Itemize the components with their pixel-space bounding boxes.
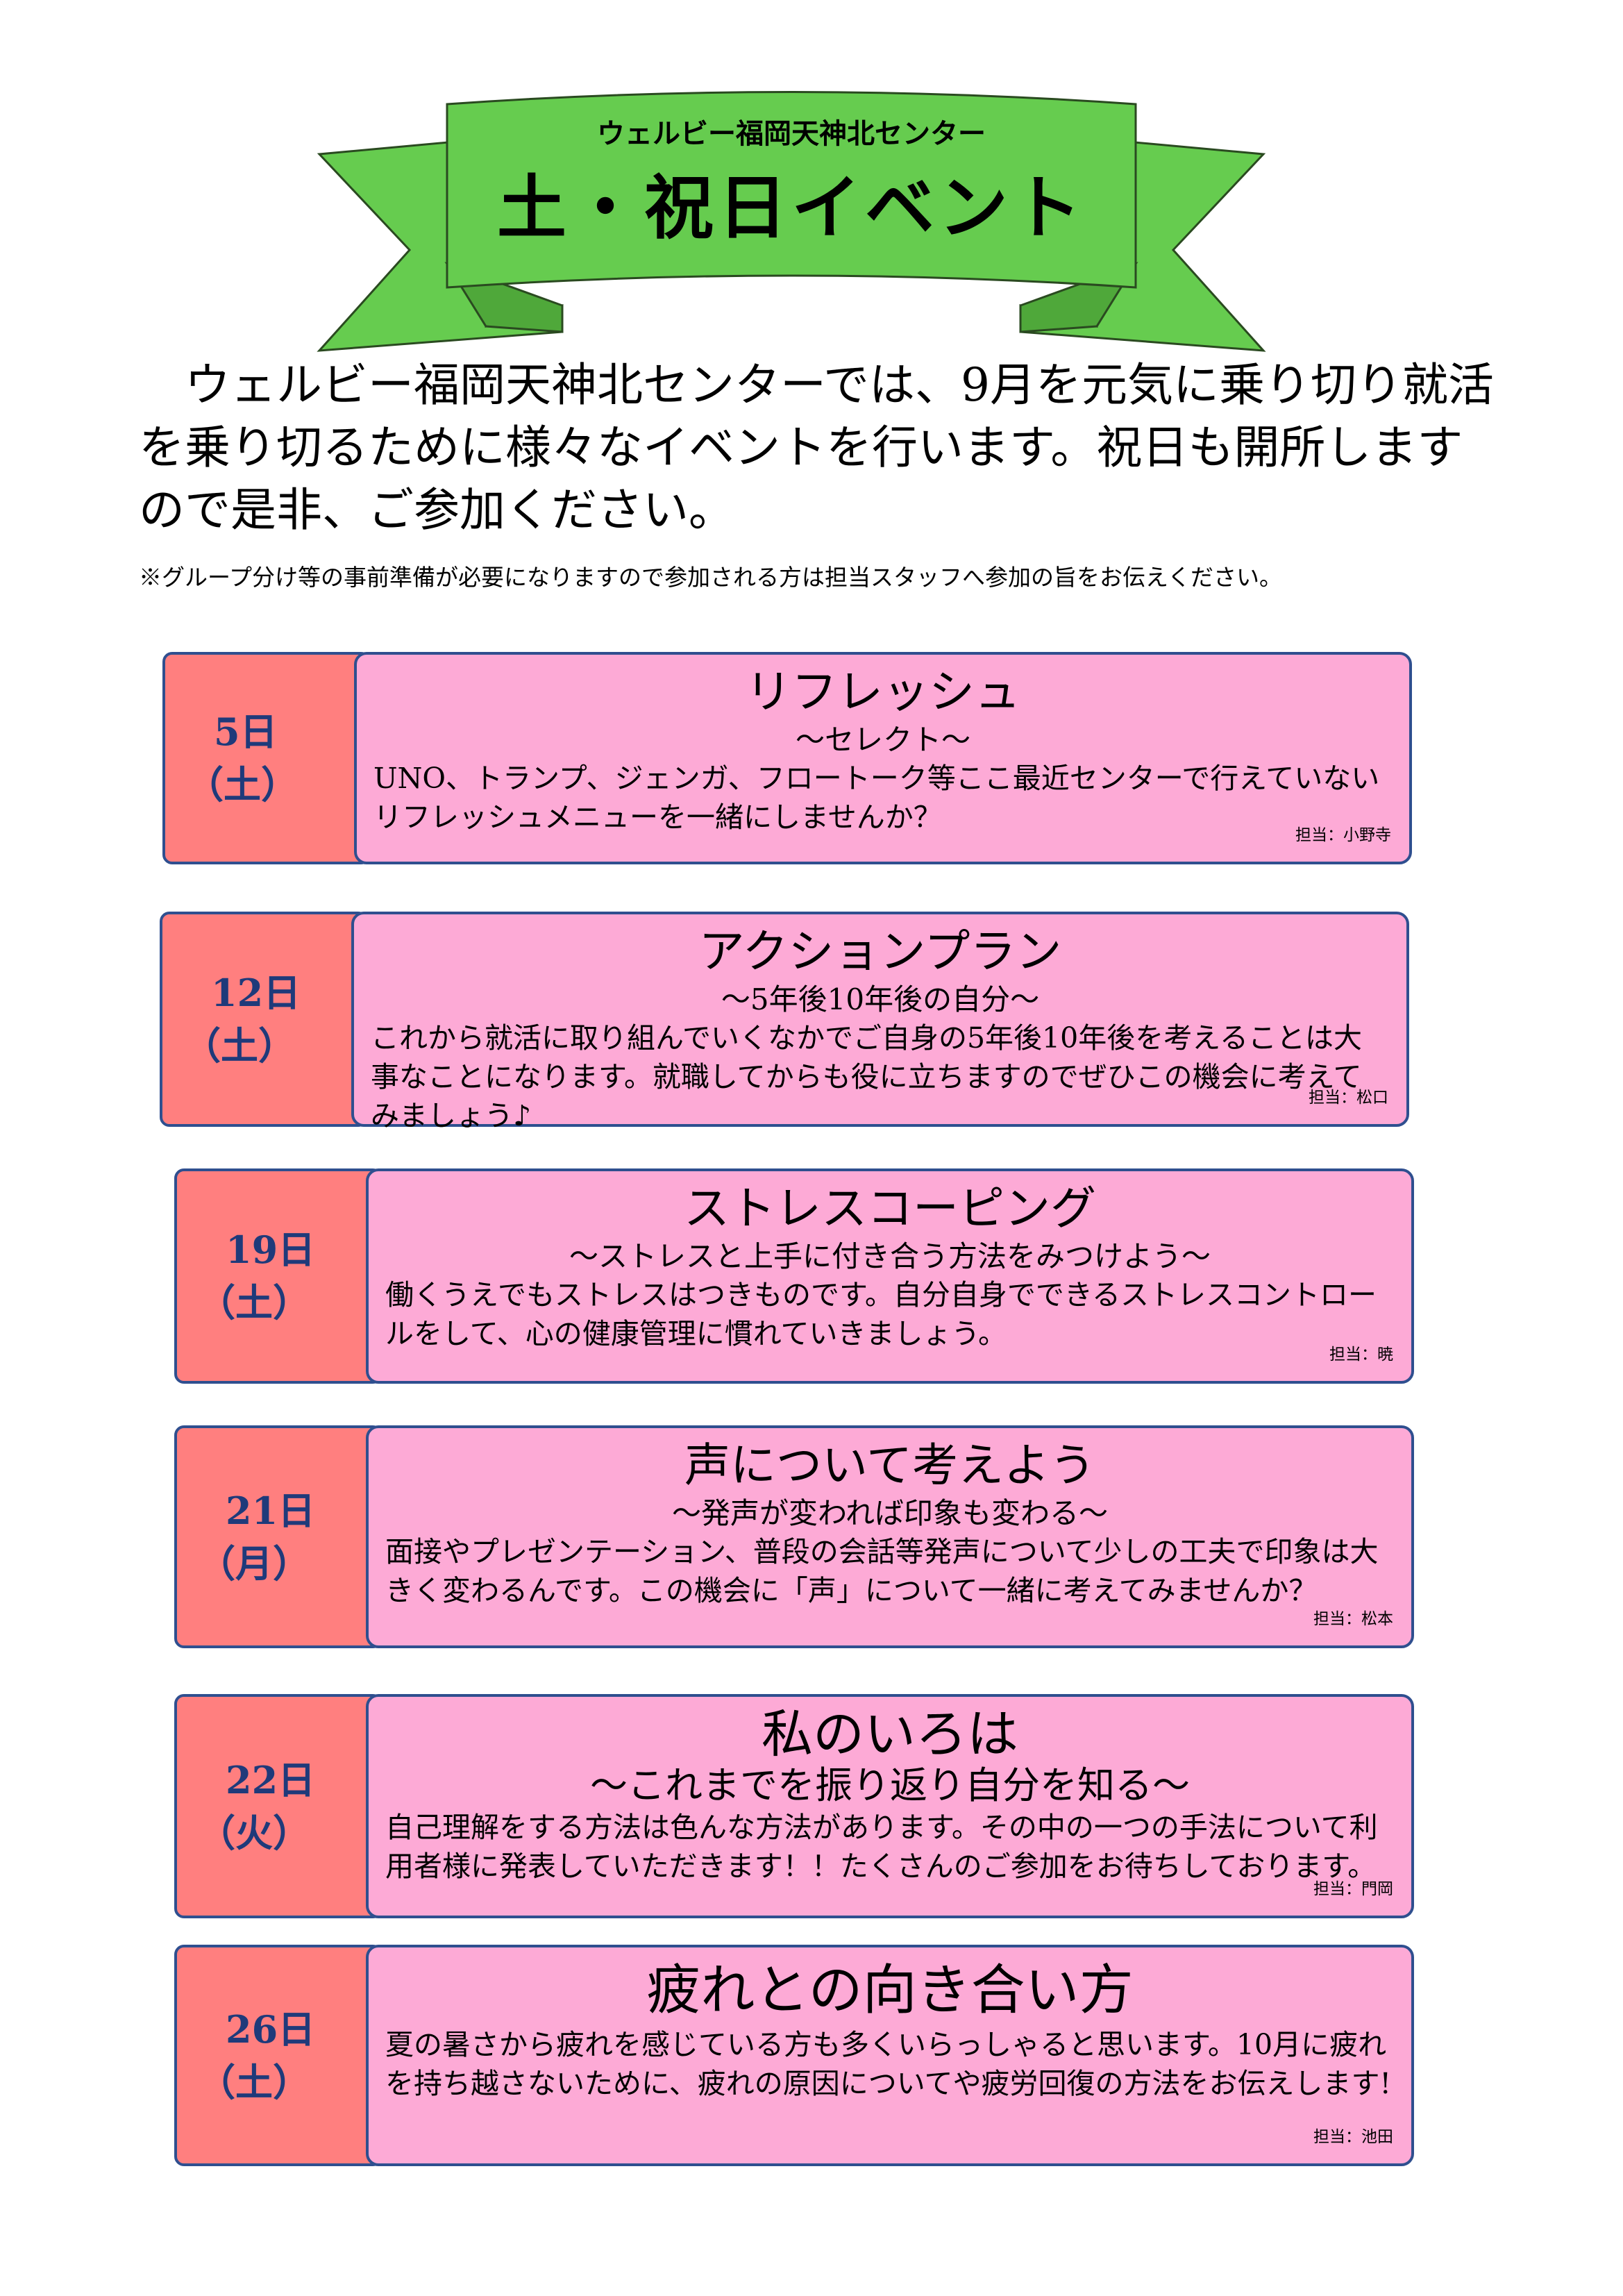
event-description: UNO、トランプ、ジェンガ、フロートーク等ここ最近センターで行えていないリフレッ… (373, 762, 1380, 834)
event-date: 19日 （土） (174, 1168, 382, 1384)
event-body: リフレッシュ ～セレクト～ UNO、トランプ、ジェンガ、フロートーク等ここ最近セ… (354, 652, 1412, 864)
event-weekday: （土） (198, 1280, 310, 1325)
event-weekday: （土） (198, 2059, 310, 2104)
event-staff: 担当：松口 (1309, 1089, 1388, 1107)
event-date: 26日 （土） (174, 1945, 382, 2166)
event-staff: 担当：暁 (1329, 1346, 1393, 1364)
event-subtitle: ～ストレスと上手に付き合う方法をみつけよう～ (569, 1239, 1211, 1273)
event-title: 私のいろは (762, 1704, 1018, 1764)
event-body: 私のいろは ～これまでを振り返り自分を知る～ 自己理解をする方法は色んな方法があ… (366, 1694, 1414, 1918)
event-subtitle: ～セレクト～ (795, 723, 970, 757)
event-day: 22日 (226, 1757, 316, 1802)
ribbon-center (446, 91, 1137, 289)
event-weekday: （火） (198, 1810, 310, 1855)
event-weekday: （土） (183, 1023, 296, 1068)
event-title: ストレスコーピング (684, 1182, 1096, 1235)
event-staff: 担当：小野寺 (1295, 826, 1391, 844)
event-body: アクションプラン ～5年後10年後の自分～ これから就活に取り組んでいくなかでご… (351, 912, 1409, 1132)
event-staff: 担当：門岡 (1313, 1880, 1393, 1898)
event-title: 声について考えよう (684, 1439, 1096, 1492)
event-weekday: （土） (186, 762, 298, 807)
event-card: 22日 （火） 私のいろは ～これまでを振り返り自分を知る～ 自己理解をする方法は… (174, 1694, 1414, 1918)
event-date: 21日 （月） (174, 1425, 382, 1648)
event-card: 19日 （土） ストレスコーピング ～ストレスと上手に付き合う方法をみつけよう～ … (174, 1168, 1414, 1384)
event-weekday: （月） (198, 1541, 310, 1586)
event-card: 12日 （土） アクションプラン ～5年後10年後の自分～ これから就活に取り組ん… (160, 912, 1409, 1132)
event-subtitle: ～発声が変われば印象も変わる～ (672, 1496, 1108, 1530)
event-description: これから就活に取り組んでいくなかでご自身の5年後10年後を考えることは大事なこと… (371, 1021, 1362, 1132)
event-description: 面接やプレゼンテーション、普段の会話等発声について少しの工夫で印象は大きく変わる… (385, 1535, 1379, 1607)
event-body: 疲れとの向き合い方 夏の暑さから疲れを感じている方も多くいらっしゃると思います。… (366, 1945, 1414, 2166)
event-date: 22日 （火） (174, 1694, 382, 1918)
intro-text: ウェルビー福岡天神北センターでは、9月を元気に乗り切り就活を乗り切るために様々な… (139, 358, 1495, 537)
note-text: ※グループ分け等の事前準備が必要になりますので参加される方は担当スタッフへ参加の… (139, 564, 1283, 591)
event-description: 夏の暑さから疲れを感じている方も多くいらっしゃると思います。10月に疲れを持ち越… (385, 2028, 1392, 2100)
event-body: ストレスコーピング ～ストレスと上手に付き合う方法をみつけよう～ 働くうえでもス… (366, 1168, 1414, 1384)
event-staff: 担当：池田 (1313, 2128, 1393, 2146)
event-date: 5日 （土） (162, 652, 371, 864)
event-card: 26日 （土） 疲れとの向き合い方 夏の暑さから疲れを感じている方も多くいらっしゃ… (174, 1945, 1414, 2166)
event-day: 26日 (226, 2006, 316, 2052)
event-card: 21日 （月） 声について考えよう ～発声が変われば印象も変わる～ 面接やプレゼン… (174, 1425, 1414, 1648)
event-description: 自己理解をする方法は色んな方法があります。その中の一つの手法について利用者様に発… (385, 1811, 1378, 1883)
event-body: 声について考えよう ～発声が変われば印象も変わる～ 面接やプレゼンテーション、普… (366, 1425, 1414, 1648)
banner-subtitle: ウェルビー福岡天神北センター (597, 117, 986, 150)
event-staff: 担当：松本 (1313, 1610, 1393, 1628)
event-description: 働くうえでもストレスはつきものです。自分自身でできるストレスコントロールをして、… (385, 1278, 1377, 1350)
event-title: リフレッシュ (746, 665, 1020, 719)
banner-title: 土・祝日イベント (497, 167, 1086, 249)
event-title: アクションプラン (698, 925, 1062, 978)
event-card: 5日 （土） リフレッシュ ～セレクト～ UNO、トランプ、ジェンガ、フロートーク… (162, 652, 1412, 864)
banner-ribbon (317, 91, 1266, 352)
event-day: 21日 (226, 1488, 316, 1533)
event-date: 12日 （土） (160, 912, 368, 1127)
event-day: 12日 (211, 971, 301, 1015)
event-subtitle: ～5年後10年後の自分～ (721, 982, 1040, 1016)
event-day: 19日 (226, 1227, 316, 1272)
event-day: 5日 (214, 710, 278, 754)
event-title: 疲れとの向き合い方 (646, 1959, 1134, 2022)
event-subtitle: ～これまでを振り返り自分を知る～ (590, 1763, 1190, 1807)
